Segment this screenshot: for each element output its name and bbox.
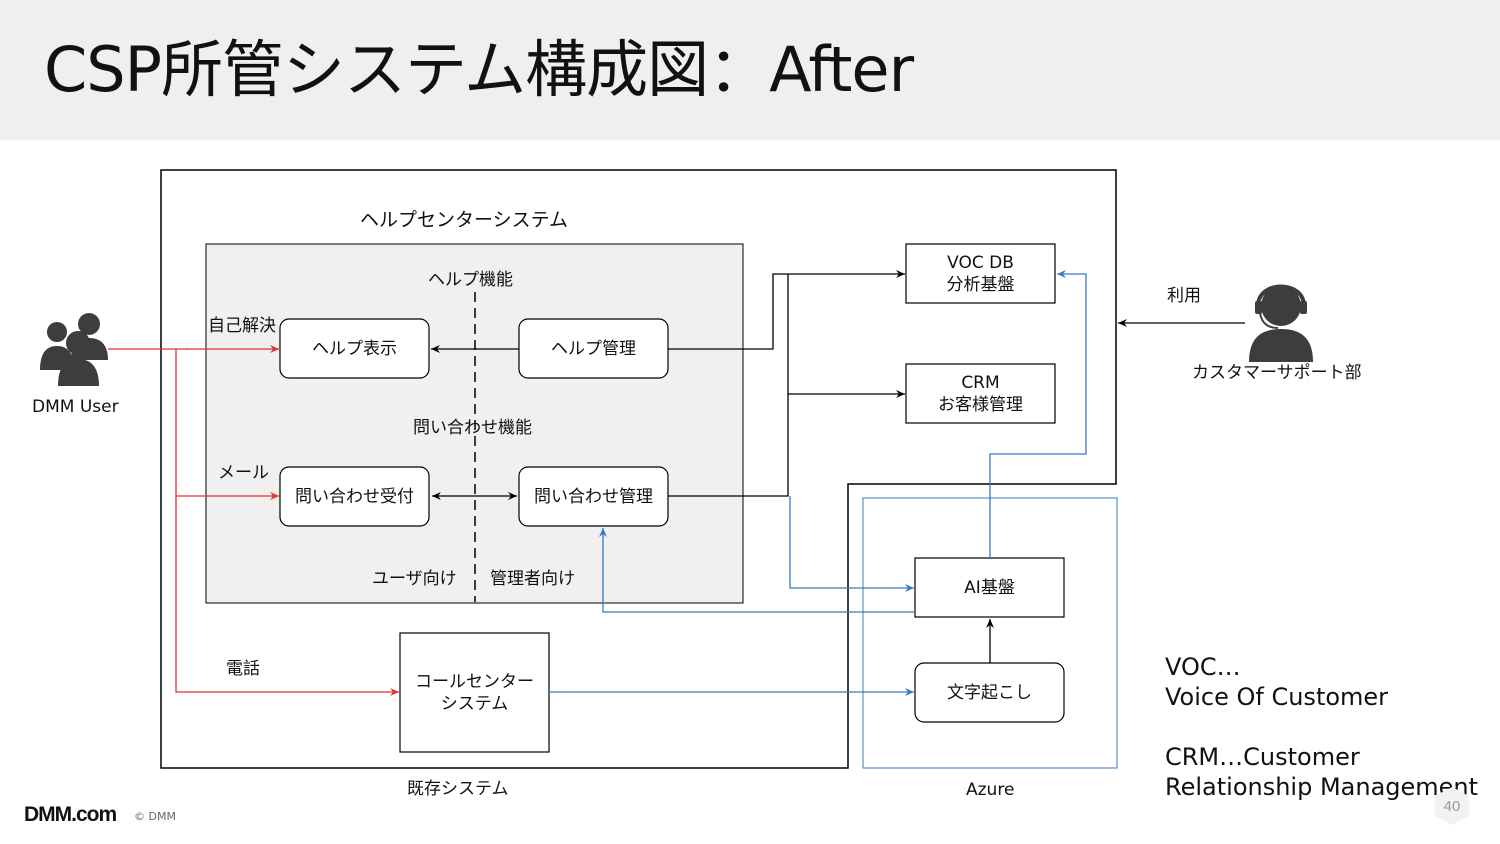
crm-note: CRM…Customer Relationship Management bbox=[1165, 743, 1479, 801]
self-solve-label: 自己解決 bbox=[208, 316, 276, 336]
dmm-user-label: DMM User bbox=[32, 397, 119, 417]
help-admin-label: ヘルプ管理 bbox=[551, 338, 636, 359]
call-center-label: コールセンター システム bbox=[415, 671, 534, 714]
edge-inquiry-admin-to-voc-db bbox=[668, 274, 789, 497]
for-users-label: ユーザ向け bbox=[372, 569, 457, 589]
copyright: © DMM bbox=[134, 810, 176, 823]
help-function-label: ヘルプ機能 bbox=[428, 270, 513, 290]
transcribe-label: 文字起こし bbox=[947, 682, 1032, 703]
page-number-badge: 40 bbox=[1435, 787, 1469, 825]
edge-ai-to-voc-db bbox=[989, 270, 1087, 558]
edge-ai-to-inquiry-admin bbox=[599, 528, 915, 613]
inquiry-function-label: 問い合わせ機能 bbox=[413, 418, 532, 438]
page-title: CSP所管システム構成図：After bbox=[44, 33, 914, 106]
voc-db-box bbox=[905, 243, 1056, 304]
dmm-logo: DMM.com bbox=[24, 803, 117, 826]
voc-note: VOC… Voice Of Customer bbox=[1165, 653, 1389, 711]
help-view-box bbox=[279, 318, 430, 379]
edge-to-ai-base bbox=[789, 496, 914, 592]
edge-help-admin-to-voc-db bbox=[668, 270, 905, 350]
inquiry-admin-label: 問い合わせ管理 bbox=[534, 486, 653, 507]
mail-label: メール bbox=[218, 463, 269, 483]
phone-label: 電話 bbox=[226, 659, 260, 679]
existing-system-label: 既存システム bbox=[407, 779, 509, 799]
azure-label: Azure bbox=[966, 780, 1015, 800]
crm-box bbox=[905, 363, 1056, 424]
ai-base-box bbox=[914, 557, 1065, 618]
page-number: 40 bbox=[1444, 798, 1461, 815]
support-agent-icon bbox=[1249, 284, 1313, 362]
crm-label: CRM お客様管理 bbox=[938, 372, 1023, 415]
help-view-label: ヘルプ表示 bbox=[312, 338, 397, 359]
voc-db-label: VOC DB 分析基盤 bbox=[946, 252, 1015, 295]
cs-dept-label: カスタマーサポート部 bbox=[1192, 363, 1362, 383]
inquiry-receive-label: 問い合わせ受付 bbox=[295, 486, 414, 507]
helpcenter-label: ヘルプセンターシステム bbox=[360, 209, 569, 231]
edge-user-to-call-center bbox=[175, 349, 399, 692]
for-admins-label: 管理者向け bbox=[490, 569, 575, 589]
ai-base-label: AI基盤 bbox=[964, 577, 1015, 598]
users-icon bbox=[40, 313, 108, 386]
title-band bbox=[0, 0, 1500, 140]
inquiry-receive-box bbox=[279, 466, 430, 527]
existing-system-frame bbox=[160, 169, 1117, 769]
use-label: 利用 bbox=[1167, 286, 1201, 306]
